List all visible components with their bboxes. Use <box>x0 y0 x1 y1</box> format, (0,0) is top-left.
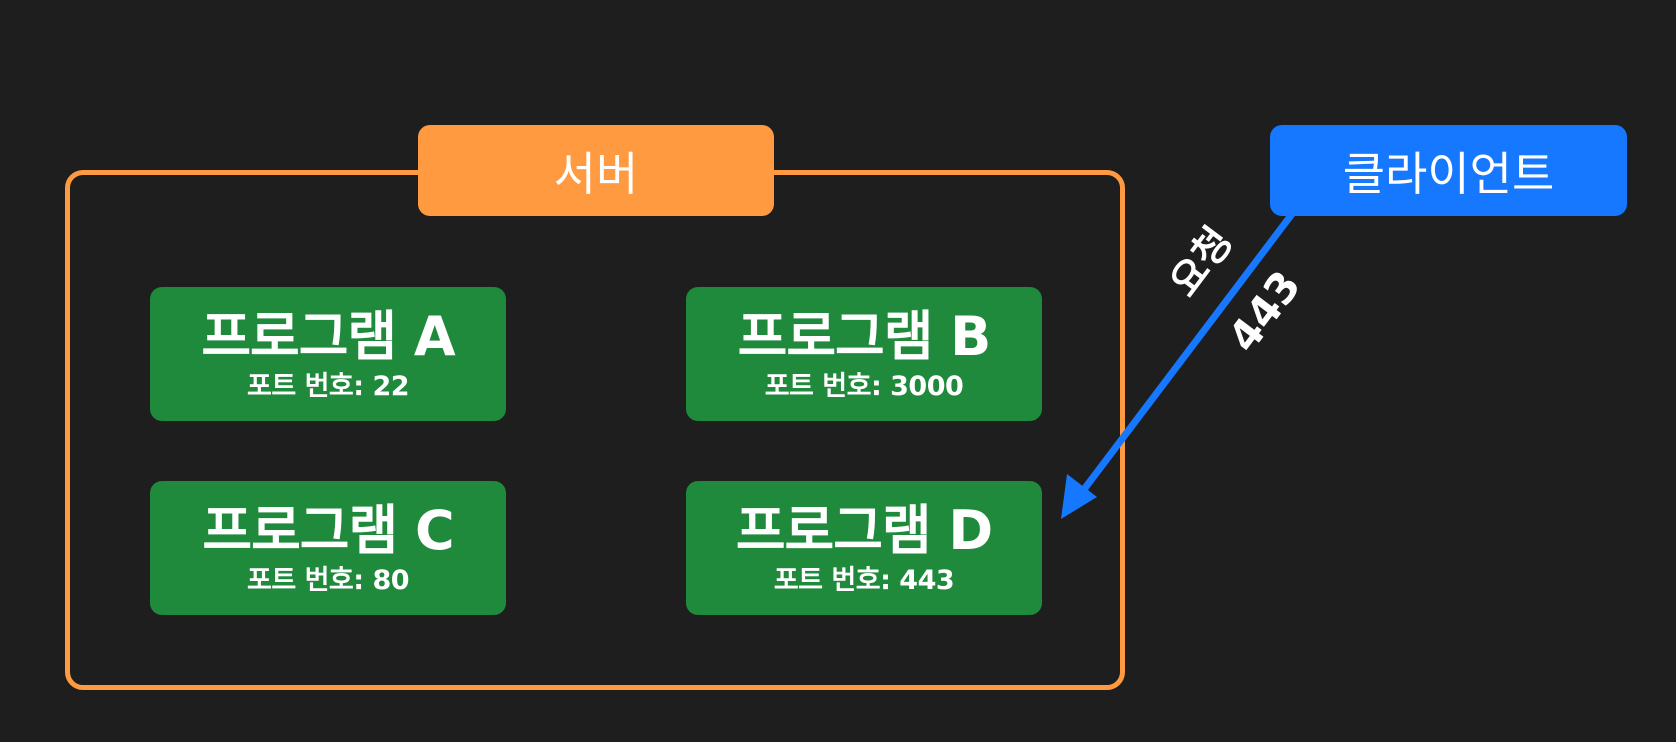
server-label-text: 서버 <box>553 146 639 201</box>
program-c-title: 프로그램 C <box>202 499 454 562</box>
client-label: 클라이언트 <box>1270 125 1627 216</box>
program-c-card: 프로그램 C 포트 번호: 80 <box>150 481 506 615</box>
client-label-text: 클라이언트 <box>1342 146 1555 201</box>
program-b-title: 프로그램 B <box>737 305 992 368</box>
program-a-card: 프로그램 A 포트 번호: 22 <box>150 287 506 421</box>
program-d-title: 프로그램 D <box>735 499 993 562</box>
request-label: 요청 <box>1161 219 1242 305</box>
program-b-port: 포트 번호: 3000 <box>764 371 964 402</box>
program-a-title: 프로그램 A <box>201 305 455 368</box>
program-d-card: 프로그램 D 포트 번호: 443 <box>686 481 1042 615</box>
program-a-port: 포트 번호: 22 <box>246 371 410 402</box>
request-port-label: 443 <box>1218 262 1310 362</box>
program-d-port: 포트 번호: 443 <box>773 565 955 596</box>
server-label: 서버 <box>418 125 774 216</box>
program-b-card: 프로그램 B 포트 번호: 3000 <box>686 287 1042 421</box>
program-c-port: 포트 번호: 80 <box>246 565 410 596</box>
